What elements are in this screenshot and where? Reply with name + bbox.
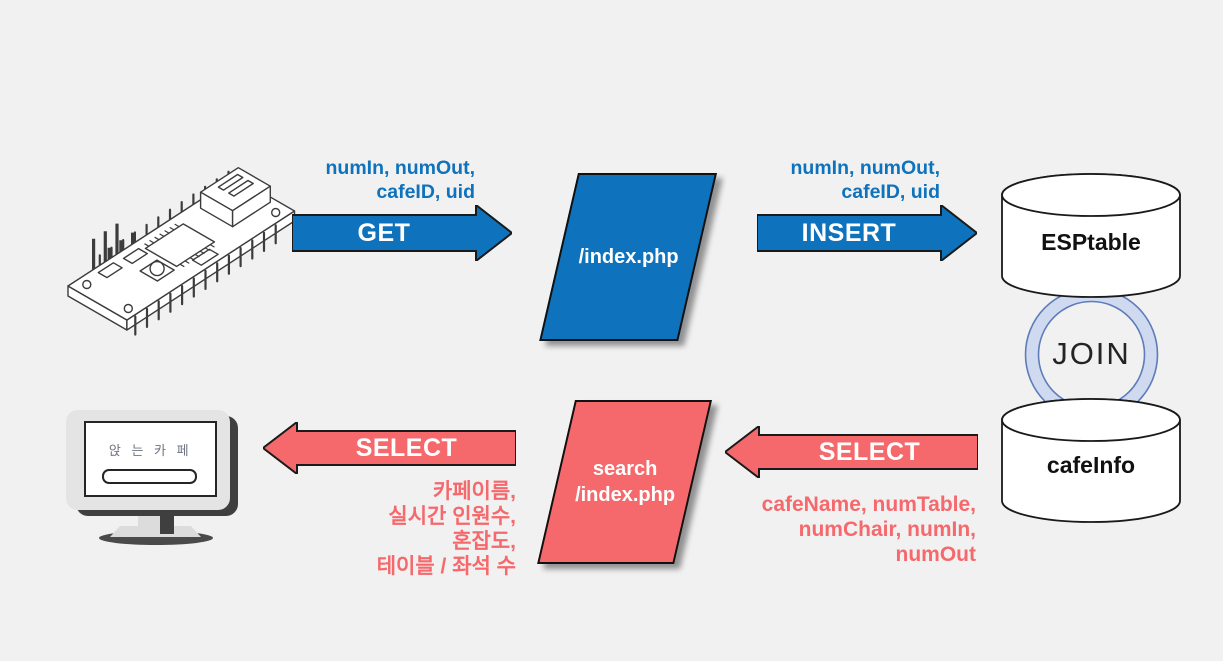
select-from-db-arrow bbox=[725, 426, 978, 478]
get-arrow-label: GET bbox=[357, 218, 411, 247]
select-to-client-arrow-label: SELECT bbox=[355, 433, 458, 462]
insert-arrow-label: INSERT bbox=[801, 218, 897, 247]
monitor-screen bbox=[84, 421, 217, 497]
usb-connector bbox=[199, 166, 271, 228]
server-page-label: /index.php bbox=[578, 246, 679, 268]
get-params-label: numIn, numOut, cafeID, uid bbox=[325, 157, 475, 203]
select-to-client-params-label: 카페이름, 실시간 인원수, 혼잡도, 테이블 / 좌석 수 bbox=[376, 480, 516, 578]
search-page-label: search /index.php bbox=[574, 458, 675, 506]
esptable-database-icon bbox=[1001, 173, 1181, 298]
search-bar bbox=[102, 469, 197, 484]
smd-component bbox=[122, 247, 149, 265]
server-index-php: /index.php bbox=[539, 173, 717, 341]
smd-component bbox=[97, 262, 123, 279]
select-from-db-params-label: cafeName, numTable, numChair, numIn, num… bbox=[761, 493, 976, 566]
arduino-board-icon bbox=[67, 166, 296, 336]
insert-arrow bbox=[757, 205, 977, 261]
main-chip bbox=[144, 223, 216, 268]
esptable-label: ESPtable bbox=[1041, 229, 1141, 255]
get-arrow bbox=[292, 205, 512, 261]
reset-button-cap bbox=[149, 260, 165, 277]
chip-legs bbox=[144, 223, 215, 268]
search-index-php: search /index.php bbox=[537, 400, 712, 564]
select-from-db-arrow-label: SELECT bbox=[818, 437, 921, 466]
join-ring-icon bbox=[1024, 287, 1159, 422]
join-label: JOIN bbox=[1052, 336, 1131, 371]
client-screen-title: 앉 는 카 페 bbox=[108, 443, 193, 458]
cafeinfo-database-icon bbox=[1001, 398, 1181, 523]
cafeinfo-label: cafeInfo bbox=[1046, 452, 1136, 478]
bottom-pin-row bbox=[134, 224, 277, 336]
monitor-icon bbox=[66, 410, 238, 545]
select-to-client-arrow bbox=[263, 422, 516, 474]
insert-params-label: numIn, numOut, cafeID, uid bbox=[790, 157, 940, 203]
